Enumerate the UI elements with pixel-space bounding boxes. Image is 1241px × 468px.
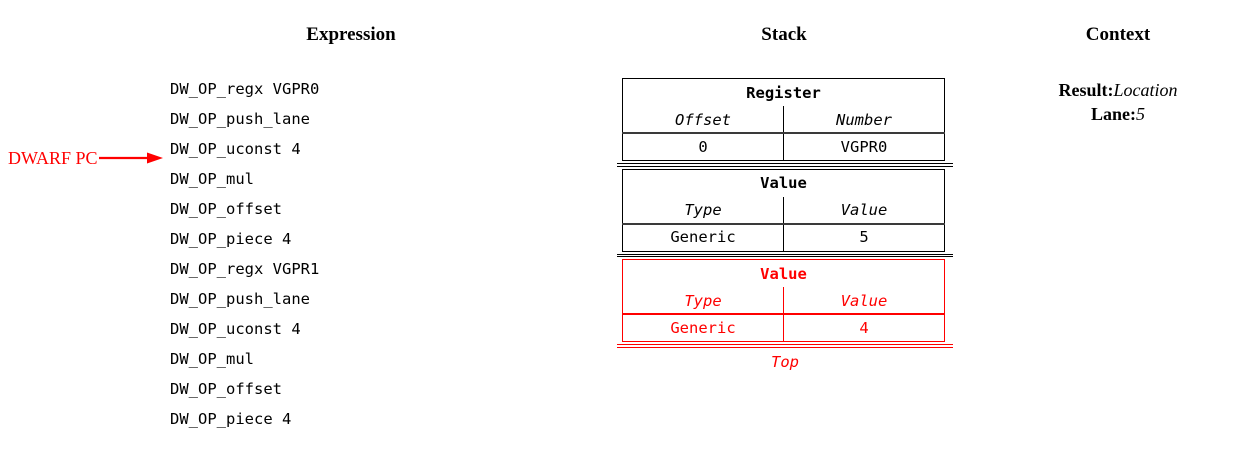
- stack-entry-midrule: [622, 313, 945, 315]
- stack-entry-value: 0: [622, 133, 784, 161]
- dwarf-pc-marker: DWARF PC: [8, 146, 165, 170]
- expression-line: DW_OP_piece 4: [170, 410, 292, 428]
- column-heading-context: Context: [1085, 24, 1151, 45]
- stack-entry-value: Generic: [622, 314, 784, 343]
- stack-top-label: Top: [771, 352, 799, 371]
- expression-line: DW_OP_offset: [170, 380, 282, 398]
- context-value: Location: [1113, 80, 1178, 100]
- stack-entry-title: Value: [622, 259, 945, 288]
- stack-entry-value-row: Generic 4: [622, 314, 945, 343]
- expression-line: DW_OP_offset: [170, 200, 282, 218]
- stack-entry-separator: [617, 163, 953, 167]
- stack-entry-top: Value Type Value Generic 4: [617, 259, 953, 343]
- stack-entry-table: Value Type Value Generic 4: [622, 259, 945, 343]
- context-row: Result:Location: [1008, 78, 1228, 102]
- stack-entry-header-row: Type Value: [622, 287, 945, 315]
- stack-entry-header-row: Offset Number: [622, 106, 945, 133]
- expression-line-current: DW_OP_mul: [170, 170, 254, 188]
- expression-line: DW_OP_uconst 4: [170, 320, 301, 338]
- expression-line: DW_OP_piece 4: [170, 230, 292, 248]
- context-block: Result:Location Lane:5: [1008, 78, 1228, 126]
- stack-entry-title-row: Register: [622, 78, 945, 106]
- context-value: 5: [1136, 104, 1145, 124]
- expression-line: DW_OP_regx VGPR0: [170, 80, 320, 98]
- stack-entry-column-header: Type: [622, 287, 784, 315]
- stack-entry: Register Offset Number 0 VGPR0: [617, 78, 953, 161]
- context-key: Result:: [1058, 80, 1114, 100]
- stack-entry-column-header: Number: [783, 106, 945, 133]
- arrow-right-icon: [98, 152, 163, 164]
- stack-entry-title-row: Value: [622, 168, 945, 197]
- expression-line: DW_OP_regx VGPR1: [170, 260, 320, 278]
- stack-entry-column-header: Type: [622, 196, 784, 224]
- stack-entry-title: Register: [622, 78, 945, 106]
- expression-list: DW_OP_regx VGPR0 DW_OP_push_lane DW_OP_u…: [170, 74, 470, 434]
- stack-entry-header-row: Type Value: [622, 196, 945, 224]
- stack-entry-table: Register Offset Number 0 VGPR0: [622, 78, 945, 161]
- stack-entry-value: Generic: [622, 223, 784, 252]
- stack-area: Register Offset Number 0 VGPR0 Value Typ…: [617, 78, 953, 374]
- stack-entry-midrule: [622, 222, 945, 225]
- column-heading-expression: Expression: [306, 24, 396, 45]
- stack-entry-value-row: Generic 5: [622, 223, 945, 252]
- stack-entry: Value Type Value Generic 5: [617, 168, 953, 252]
- stack-entry-separator: [617, 253, 953, 258]
- stack-entry-table: Value Type Value Generic 5: [622, 168, 945, 252]
- expression-line: DW_OP_uconst 4: [170, 140, 301, 158]
- stack-entry-value-row: 0 VGPR0: [622, 133, 945, 161]
- stack-entry-midrule: [622, 132, 945, 135]
- stack-entry-value: VGPR0: [783, 133, 945, 161]
- stack-entry-column-header: Value: [783, 196, 945, 224]
- stack-entry-value: 4: [783, 314, 945, 343]
- expression-line: DW_OP_mul: [170, 350, 254, 368]
- expression-line: DW_OP_push_lane: [170, 290, 310, 308]
- stack-top-separator: [617, 344, 953, 348]
- expression-line: DW_OP_push_lane: [170, 110, 310, 128]
- context-row: Lane:5: [1008, 102, 1228, 126]
- stack-entry-value: 5: [783, 223, 945, 252]
- stack-entry-column-header: Offset: [622, 106, 784, 133]
- stack-entry-title: Value: [622, 168, 945, 197]
- column-heading-stack: Stack: [761, 24, 807, 45]
- dwarf-pc-label: DWARF PC: [8, 148, 98, 168]
- context-key: Lane:: [1091, 104, 1136, 124]
- stack-entry-column-header: Value: [783, 287, 945, 315]
- stack-entry-title-row: Value: [622, 259, 945, 288]
